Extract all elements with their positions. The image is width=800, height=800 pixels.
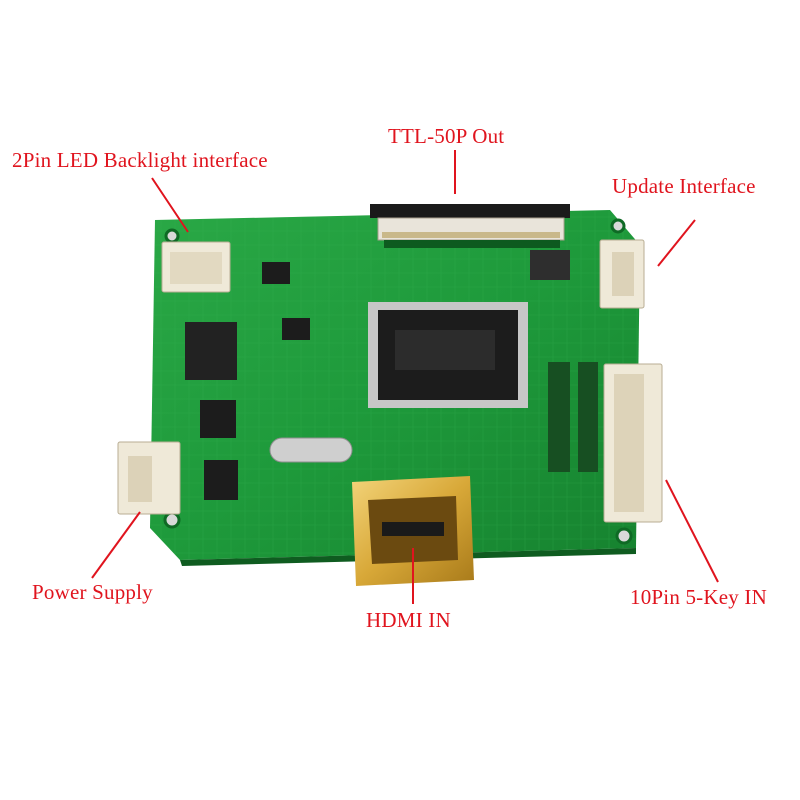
components — [185, 250, 598, 500]
hdmi-connector — [352, 476, 474, 586]
label-backlight: 2Pin LED Backlight interface — [12, 148, 268, 172]
update-connector — [599, 239, 645, 309]
label-power: Power Supply — [32, 580, 153, 604]
ttl-50p-connector — [370, 204, 570, 248]
leader-lines — [91, 150, 719, 604]
label-keys: 10Pin 5-Key IN — [630, 585, 767, 609]
label-ttl-out: TTL-50P Out — [388, 124, 505, 148]
backlight-connector — [161, 241, 231, 293]
label-hdmi: HDMI IN — [366, 608, 451, 632]
main-ic — [368, 302, 528, 408]
keys-connector — [603, 363, 663, 523]
label-update: Update Interface — [612, 174, 756, 198]
power-connector — [117, 441, 181, 515]
